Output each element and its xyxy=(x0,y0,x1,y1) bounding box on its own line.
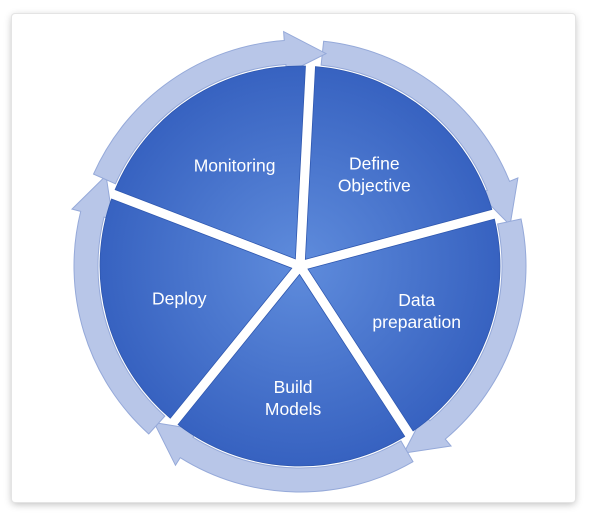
segment-label-line: Deploy xyxy=(152,288,207,308)
arrow-ring xyxy=(70,30,527,493)
segment-define-objective xyxy=(304,66,493,260)
cycle-arrow-deploy xyxy=(70,174,166,435)
segment-deploy xyxy=(99,198,293,419)
segment-label-line: Objective xyxy=(338,175,411,195)
segment-data-preparation xyxy=(307,218,501,432)
segment-ring xyxy=(99,65,501,467)
segment-label-deploy: Deploy xyxy=(152,288,207,308)
cycle-arrow-define-objective xyxy=(320,40,519,227)
cycle-arrow-data-preparation xyxy=(402,218,527,454)
segment-label-line: Build xyxy=(274,377,313,397)
segment-label-line: Data xyxy=(398,290,435,310)
segment-label-monitoring: Monitoring xyxy=(194,155,276,175)
cycle-arrow-build-models xyxy=(153,421,414,493)
segment-monitoring xyxy=(114,65,306,260)
segment-label-line: Define xyxy=(349,153,400,173)
segment-build-models xyxy=(177,273,406,467)
segment-label-line: Monitoring xyxy=(194,155,276,175)
segment-label-line: Models xyxy=(265,399,322,419)
segment-label-line: preparation xyxy=(372,312,461,332)
cycle-arrow-monitoring xyxy=(92,30,328,185)
